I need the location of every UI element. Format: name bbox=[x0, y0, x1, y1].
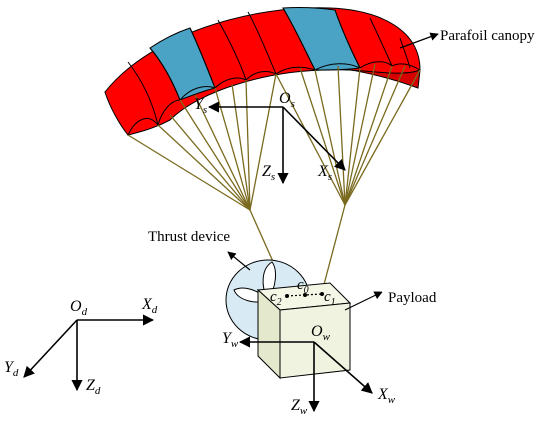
canopy-callout-arrow bbox=[399, 32, 439, 49]
attachment-points bbox=[285, 292, 324, 298]
ground-x-axis-label: Xd bbox=[141, 296, 158, 316]
payload-x-axis-label: Xw bbox=[377, 386, 396, 406]
c0-label: c0 bbox=[297, 277, 309, 296]
ground-origin-label: Od bbox=[70, 298, 88, 318]
canopy-z-axis-label: Zs bbox=[262, 163, 275, 183]
canopy-y-axis-label: Ys bbox=[194, 96, 207, 116]
ground-frame bbox=[23, 314, 155, 392]
c1-label: c1 bbox=[324, 289, 336, 308]
canopy-frame bbox=[207, 101, 346, 185]
payload-z-axis-label: Zw bbox=[291, 397, 308, 417]
canopy-origin-label: Os bbox=[279, 90, 295, 110]
canopy-x-axis-label: Xs bbox=[317, 163, 332, 183]
c2-label: c2 bbox=[270, 289, 282, 308]
ground-y-axis-label: Yd bbox=[4, 359, 19, 379]
payload-frame bbox=[238, 336, 373, 413]
payload-origin-label: Ow bbox=[311, 323, 331, 343]
payload-label: Payload bbox=[388, 290, 437, 306]
ground-z-axis-label: Zd bbox=[86, 377, 101, 397]
suspension-lines bbox=[127, 63, 421, 294]
parafoil-canopy bbox=[104, 7, 421, 136]
thrust-device-label: Thrust device bbox=[148, 229, 230, 245]
canopy-label: Parafoil canopy bbox=[440, 28, 535, 44]
payload-y-axis-label: Yw bbox=[222, 330, 239, 350]
payload-callout-arrow bbox=[344, 291, 383, 311]
